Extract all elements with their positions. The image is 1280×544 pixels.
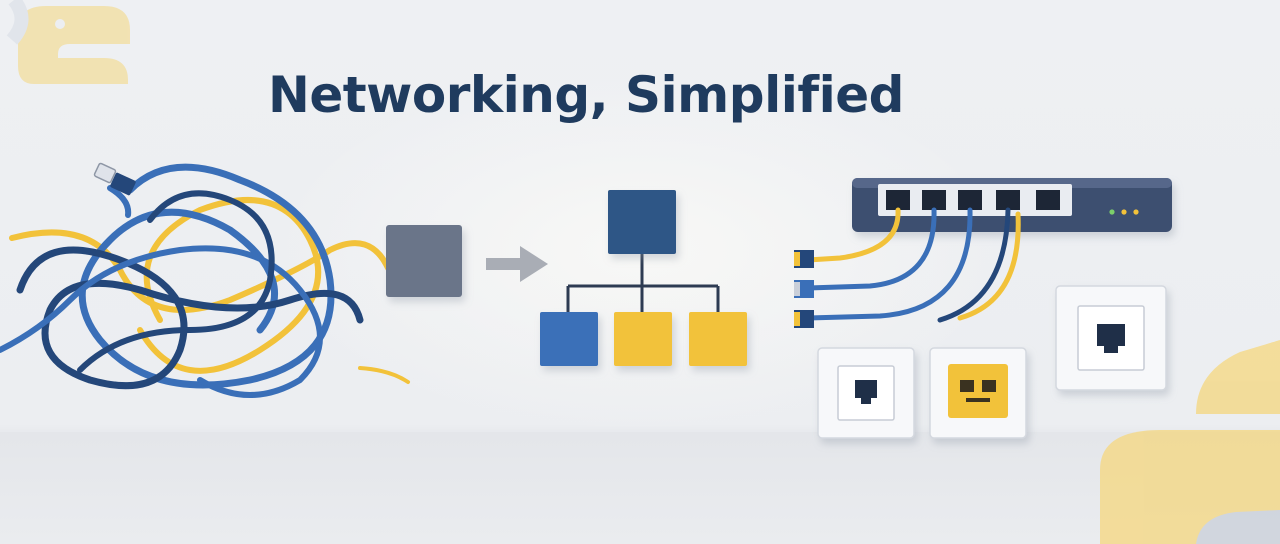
network-hierarchy-icon [540,190,747,366]
network-switch-icon [852,178,1172,232]
arrow-right-icon [486,246,548,282]
source-device [386,225,462,297]
ethernet-wall-port-icon [817,347,915,439]
page-title: Networking, Simplified [268,66,904,124]
ethernet-wall-port-icon [1055,285,1167,391]
ethernet-wall-port-icon [929,347,1027,439]
patch-cables-icon [794,207,1021,328]
floor-band [0,432,1280,544]
python-logo-icon [6,0,130,84]
python-logo-icon [1100,340,1280,544]
tangled-cables-icon [0,162,410,398]
